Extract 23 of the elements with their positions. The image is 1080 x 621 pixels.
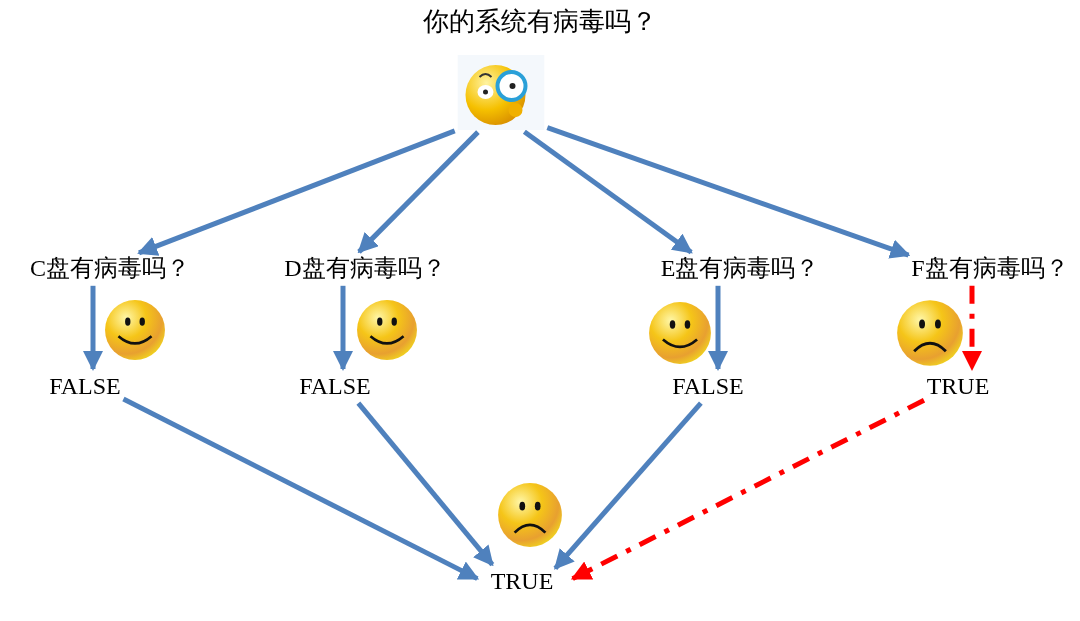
node-label: FALSE [299,372,371,401]
node-label: FALSE [672,372,744,401]
magnifier-face-drawing [457,55,545,130]
arrow [357,130,480,254]
arrow [553,401,703,570]
arrow [137,128,456,256]
arrow [83,285,103,371]
node-label: D盘有病毒吗？ [284,254,446,283]
node-label: FALSE [49,372,121,401]
arrow [708,285,728,371]
node-label: F盘有病毒吗？ [911,254,1069,283]
node-label: C盘有病毒吗？ [30,254,190,283]
arrow [570,398,926,581]
arrow [962,285,982,371]
arrow [333,285,353,371]
arrow [356,401,495,567]
arrow [546,125,911,259]
diagram-title: 你的系统有病毒吗？ [423,6,657,38]
node-label: TRUE [926,372,990,401]
arrow [122,396,480,581]
node-label: TRUE [490,567,554,596]
arrow [522,129,693,255]
node-label: E盘有病毒吗？ [660,254,820,283]
